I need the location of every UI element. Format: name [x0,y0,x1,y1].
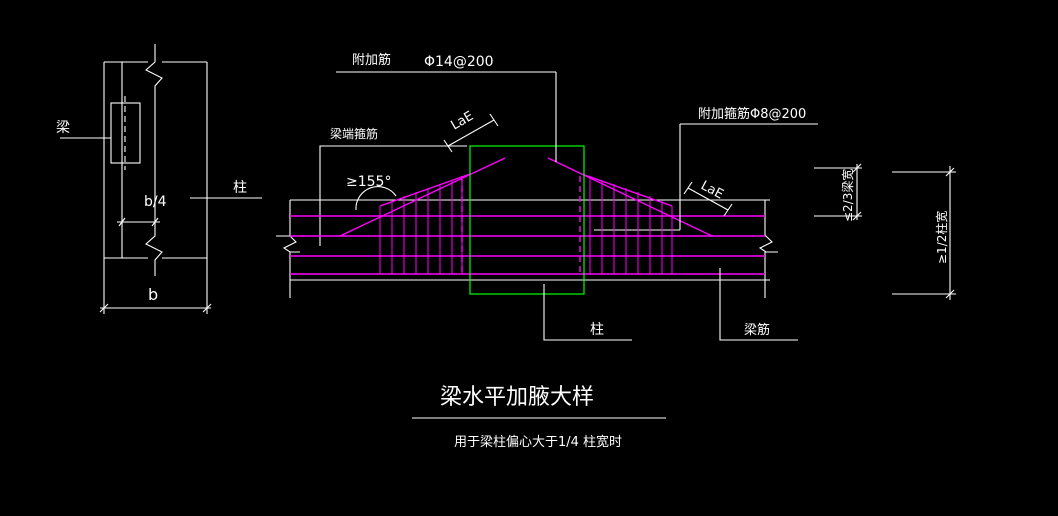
dim2-tick-b [945,289,955,299]
dim1-tick-a [852,163,862,173]
angle-label: ≥155° [346,174,391,190]
beam-section [110,102,141,164]
column-outline [469,145,585,295]
break-left [276,235,300,253]
right-dimensions: ≤2/3梁宽 ≥1/2柱宽 [814,163,956,300]
width-dim-label: b [148,285,158,304]
added-bar-spec: Φ14@200 [424,54,494,70]
lae-label-right: LaE [698,178,726,202]
added-bar-label: 附加筋 [352,52,391,68]
break-line [145,44,163,276]
column-width-ratio-label: ≥1/2柱宽 [934,211,949,264]
haunch-bar-right [547,157,713,237]
haunch-edge-right [581,173,673,207]
break-right [756,235,778,253]
beam-height-ratio-label: ≤2/3梁宽 [840,169,855,222]
beam-label: 梁 [56,120,70,136]
beam-bar-leader [719,268,798,341]
width-tick-a [99,303,109,313]
haunch-edge-left [379,173,471,207]
dim2-tick-a [945,167,955,177]
lae-tick-left-b [489,113,499,127]
lae-dim-right [687,187,729,211]
stirrups-right [589,176,673,274]
beam-end-stirrup-label: 梁端箍筋 [330,126,378,141]
angle-arc [355,186,397,211]
column-label-left: 柱 [233,180,247,196]
title-block: 梁水平加腋大样 用于梁柱偏心大于1/4 柱宽时 [412,385,666,450]
column-label-bottom: 柱 [590,322,604,338]
stirrup-leader-box [319,145,467,246]
haunch-bar-left [339,157,506,237]
dim1-tick-b [852,211,862,221]
column-leader-bottom [543,284,632,341]
left-section: 梁 柱 b/4 b [56,44,262,314]
main-detail: 附加筋 Φ14@200 梁端箍筋 ≥155° LaE 附加箍筋Φ8@200 La… [276,52,818,341]
drawing-subtitle: 用于梁柱偏心大于1/4 柱宽时 [454,434,622,450]
lae-tick-left-a [443,139,453,153]
lae-dim-left [447,119,495,147]
drawing-title: 梁水平加腋大样 [440,385,594,410]
lae-tick-right-a [683,181,693,195]
quarter-tick-b [151,217,159,227]
lae-tick-right-b [723,203,733,217]
quarter-dim-label: b/4 [144,194,167,210]
quarter-tick-a [118,217,126,227]
added-stirrup-label: 附加箍筋Φ8@200 [698,106,806,122]
lae-label-left: LaE [449,109,477,134]
width-tick-b [202,303,212,313]
beam-bar-label: 梁筋 [744,322,770,338]
